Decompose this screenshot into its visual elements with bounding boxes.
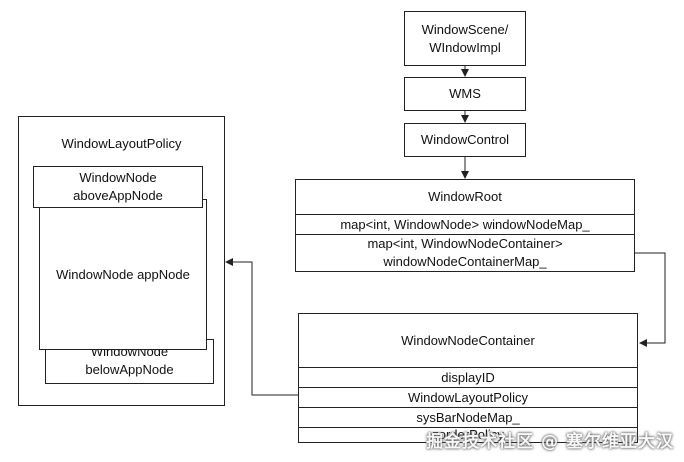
- window-control-label: WindowControl: [420, 132, 510, 147]
- arrow-root-to-container: [634, 252, 666, 347]
- window-root-field-container-map-line2: windowNodeContainerMap_: [383, 254, 547, 269]
- window-scene-line2: WIndowImpl: [429, 39, 501, 55]
- container-title-text: WindowNodeContainer: [401, 333, 535, 348]
- container-title: WindowNodeContainer: [299, 314, 637, 368]
- container-field-layout-policy: WindowLayoutPolicy: [299, 387, 637, 407]
- wms-node: WMS: [404, 77, 526, 111]
- above-app-node-line1: WindowNode: [79, 170, 157, 185]
- window-root-field-container-map: map<int, WindowNodeContainer> windowNode…: [296, 234, 634, 271]
- watermark: 掘金技术社区 @ 塞尔维亚大汉: [426, 432, 674, 452]
- window-root-field-container-map-line1: map<int, WindowNodeContainer>: [367, 236, 563, 251]
- window-root-title: WindowRoot: [296, 180, 634, 214]
- arrow-container-policy-to-layout-policy: [225, 258, 299, 396]
- container-field-display-id-text: displayID: [441, 369, 495, 385]
- window-scene-line1: WindowScene/: [421, 21, 509, 37]
- container-field-display-id: displayID: [299, 367, 637, 387]
- wms-label: WMS: [449, 86, 481, 101]
- above-app-node-line2: aboveAppNode: [73, 188, 163, 203]
- container-field-zorder-policy: zorderPolicy: [299, 427, 637, 442]
- window-root-title-text: WindowRoot: [428, 189, 502, 204]
- container-field-layout-policy-text: WindowLayoutPolicy: [408, 389, 528, 405]
- container-field-sysbar-node-map-text: sysBarNodeMap_: [416, 409, 520, 425]
- window-node-container-node: WindowNodeContainer displayID WindowLayo…: [298, 313, 638, 443]
- window-root-field-node-map: map<int, WindowNode> windowNodeMap_: [296, 214, 634, 234]
- container-field-sysbar-node-map: sysBarNodeMap_: [299, 407, 637, 427]
- container-field-zorder-policy-text: zorderPolicy: [432, 427, 504, 442]
- app-node: WindowNode appNode: [39, 199, 207, 350]
- window-control-node: WindowControl: [404, 123, 526, 157]
- window-root-field-node-map-text: map<int, WindowNode> windowNodeMap_: [340, 216, 590, 232]
- below-app-node-line2: belowAppNode: [85, 362, 174, 377]
- above-app-node: WindowNode aboveAppNode: [33, 166, 203, 208]
- app-node-label: WindowNode appNode: [56, 266, 190, 282]
- window-scene-node: WindowScene/ WIndowImpl: [404, 11, 526, 66]
- window-root-node: WindowRoot map<int, WindowNode> windowNo…: [295, 179, 635, 272]
- layout-policy-title: WindowLayoutPolicy: [61, 136, 182, 151]
